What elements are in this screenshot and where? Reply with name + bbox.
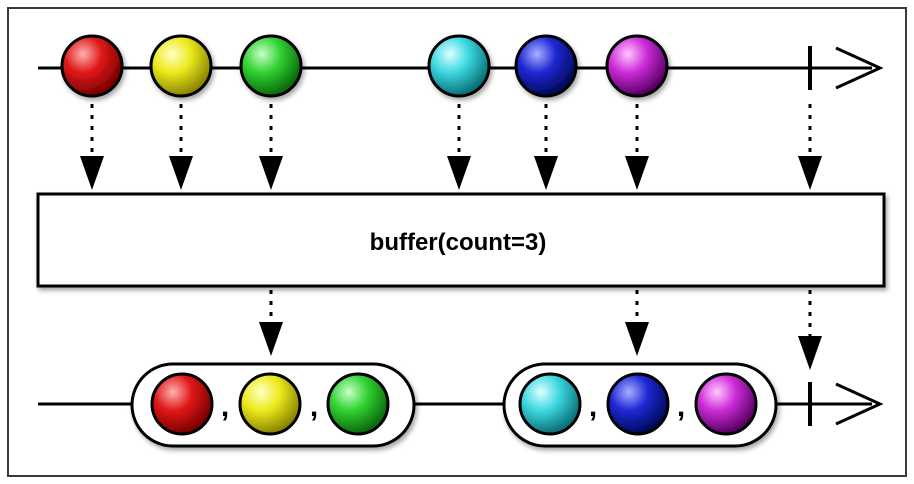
dotted-down-arrow-icon (259, 290, 283, 356)
buffer-separator: , (677, 390, 685, 423)
marble-icon (239, 34, 303, 98)
marble-icon (150, 372, 214, 436)
output-buffer: , , (130, 362, 416, 448)
buffer-separator: , (221, 390, 229, 423)
output-arrows (259, 290, 822, 370)
operator-label: buffer(count=3) (370, 229, 547, 256)
dotted-down-arrow-icon (625, 104, 649, 190)
marble-icon (149, 34, 213, 98)
dotted-down-arrow-icon (447, 104, 471, 190)
input-marbles (60, 34, 669, 98)
dotted-down-arrow-icon (169, 104, 193, 190)
marble-icon (427, 34, 491, 98)
marble-icon (606, 372, 670, 436)
arrow-head-icon (835, 382, 884, 426)
dotted-down-arrow-icon (625, 290, 649, 356)
buffer-separator: , (589, 390, 597, 423)
buffer-separator: , (310, 390, 318, 423)
arrow-head-icon (835, 46, 884, 90)
marble-icon (694, 372, 758, 436)
output-buffer: , , (502, 362, 778, 448)
operator-box: buffer(count=3) (36, 192, 886, 288)
dotted-down-arrow-icon (259, 104, 283, 190)
marble-icon (518, 372, 582, 436)
marble-icon (326, 372, 390, 436)
dotted-down-arrow-icon (534, 104, 558, 190)
input-arrows (80, 104, 822, 190)
dotted-down-arrow-icon (80, 104, 104, 190)
marble-icon (238, 372, 302, 436)
dotted-down-arrow-icon (798, 104, 822, 190)
marble-icon (514, 34, 578, 98)
marble-icon (605, 34, 669, 98)
marble-icon (60, 34, 124, 98)
dotted-down-arrow-icon (798, 290, 822, 370)
